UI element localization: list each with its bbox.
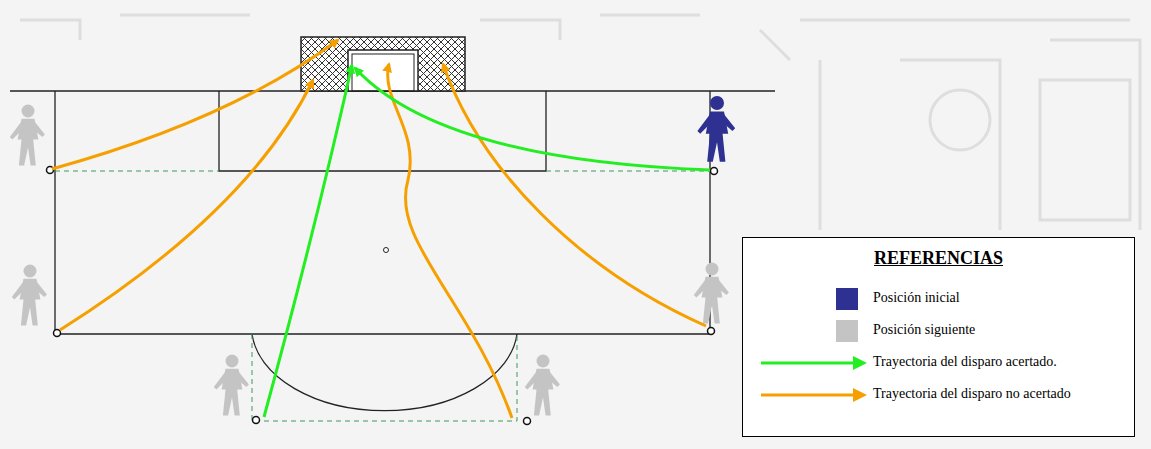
- dashed-guides: [55, 171, 710, 421]
- field-path: [252, 334, 517, 421]
- field-circle: [524, 418, 531, 425]
- legend-arrowhead: [853, 388, 867, 402]
- field-lines: [10, 91, 775, 411]
- penalty-spot: [384, 248, 389, 253]
- field-use: [525, 355, 560, 416]
- missed-shots: [52, 40, 706, 418]
- background-watermark: [20, 15, 1140, 230]
- legend-text: Posición inicial: [873, 290, 960, 306]
- field-path: [55, 171, 710, 172]
- legend-text: Trayectoria del disparo no acertado: [873, 386, 1071, 402]
- field-circle: [253, 417, 260, 424]
- field-circle: [708, 328, 715, 335]
- field-circle: [711, 168, 718, 175]
- legend-swatch: [836, 288, 858, 310]
- balls: [47, 167, 718, 425]
- players-next: [10, 105, 729, 416]
- legend-text: Trayectoria del disparo acertado.: [873, 354, 1057, 370]
- goal: [301, 37, 465, 91]
- field-rect: [1040, 80, 1130, 220]
- legend-row: Posición inicial: [743, 286, 1134, 312]
- field-path: [264, 65, 352, 417]
- field-path: [20, 15, 1140, 230]
- legend-row: Trayectoria del disparo acertado.: [743, 350, 1134, 376]
- field-path: [52, 40, 338, 169]
- field-use: [10, 105, 45, 166]
- field-path: [443, 64, 706, 326]
- field-circle: [54, 330, 61, 337]
- legend-row: Trayectoria del disparo no acertado: [743, 382, 1134, 408]
- legend-title: REFERENCIAS: [743, 248, 1134, 269]
- legend-line: [761, 362, 855, 365]
- player-initial: [697, 96, 735, 162]
- legend-box: REFERENCIAS Posición inicialPosición sigu…: [742, 237, 1135, 437]
- legend-text: Posición siguiente: [873, 322, 975, 338]
- field-rect: [301, 37, 465, 91]
- field-path: [55, 91, 710, 334]
- legend-line: [761, 394, 855, 397]
- scored-shots: [264, 65, 710, 417]
- field-path: [60, 80, 313, 330]
- field-use: [214, 355, 249, 416]
- field-circle: [930, 90, 990, 150]
- field-path: [355, 68, 710, 170]
- field-use: [12, 265, 47, 326]
- legend-line-sample: [759, 353, 869, 373]
- field-path: [388, 64, 512, 418]
- legend-line-sample: [759, 385, 869, 405]
- legend-arrowhead: [853, 356, 867, 370]
- field-path: [219, 91, 546, 171]
- field-use: [694, 263, 729, 324]
- legend-swatch: [836, 320, 858, 342]
- legend-row: Posición siguiente: [743, 318, 1134, 344]
- field-use: [697, 96, 735, 162]
